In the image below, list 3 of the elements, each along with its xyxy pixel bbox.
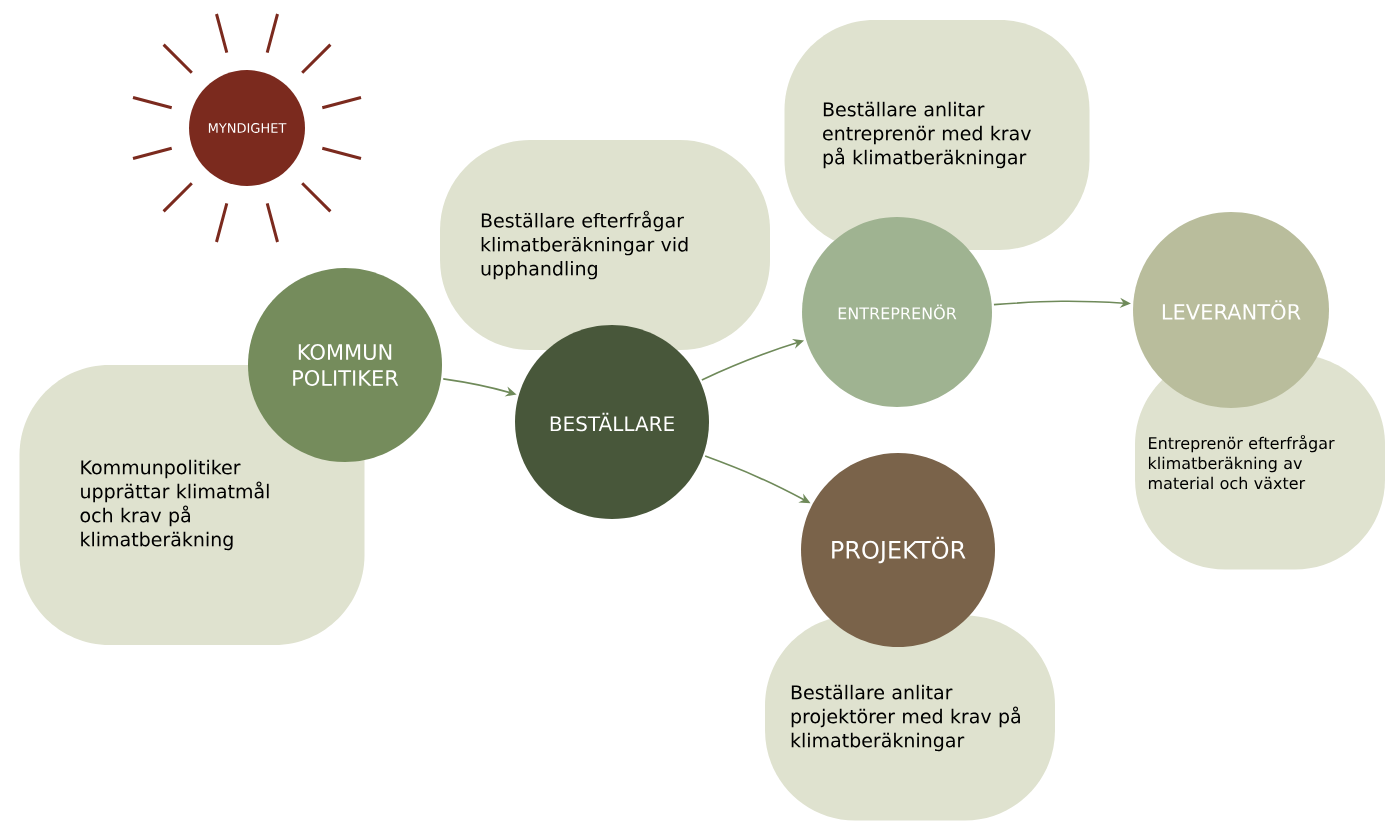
text-blob: Beställare anlitar projektörer med krav på klimatberäkningar [765, 615, 1055, 821]
text-blob: Beställare anlitar entreprenör med krav på klimatberäkningar [784, 20, 1090, 250]
text-blob: Beställare efterfrågar klimatberäkningar vid upphandling [440, 140, 770, 350]
